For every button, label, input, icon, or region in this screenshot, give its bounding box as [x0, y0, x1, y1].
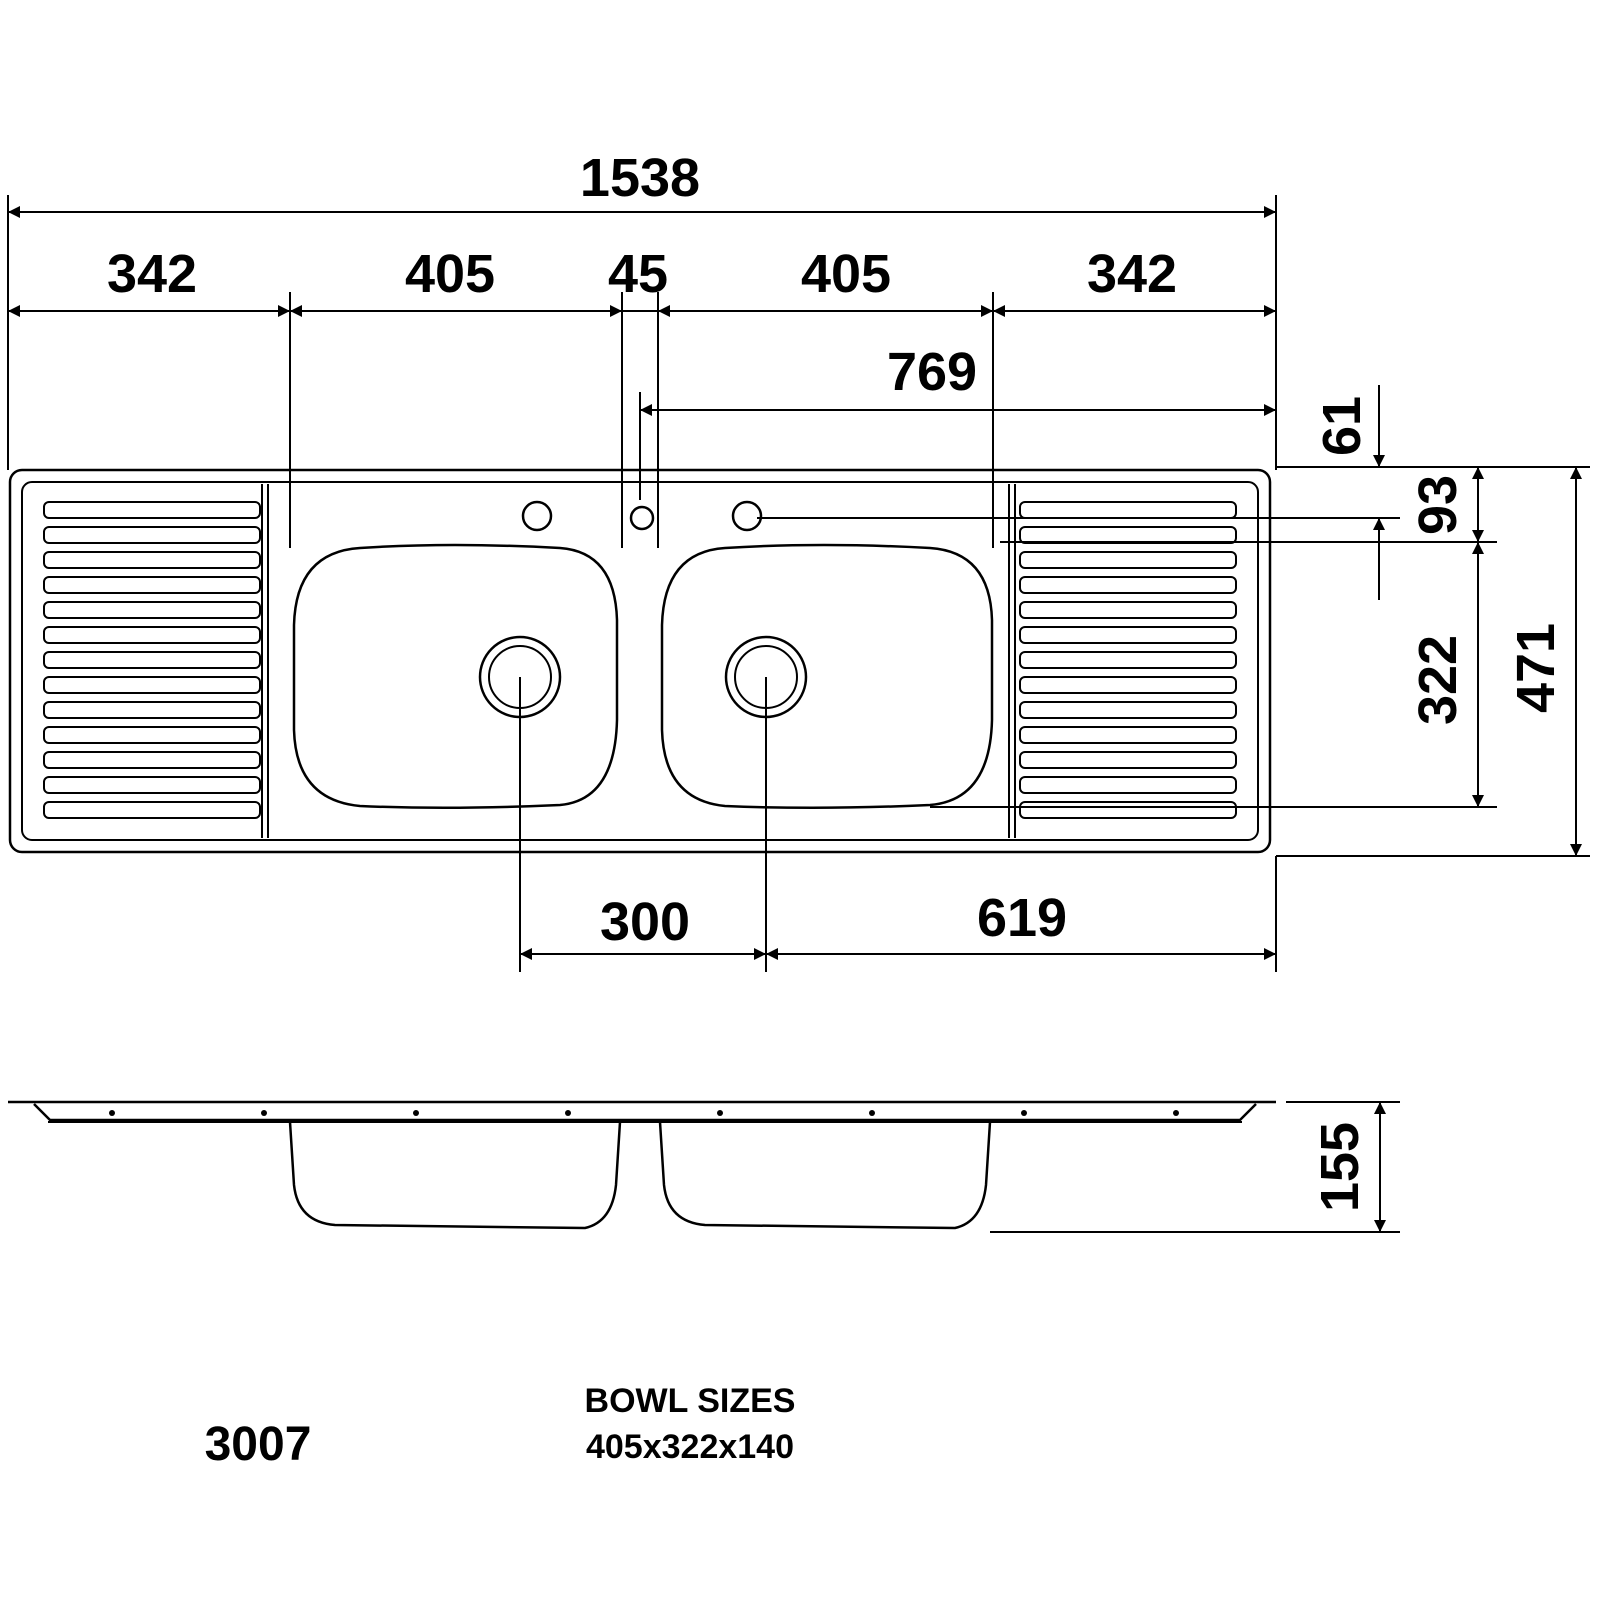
elevation-view: 155 — [8, 1100, 1400, 1233]
tap-hole-centre — [629, 505, 655, 531]
bowl-left — [292, 500, 619, 810]
sink-inner-outline — [21, 481, 1259, 841]
drainer-right — [1008, 484, 1237, 838]
dim-tap-from-back: 61 — [1312, 396, 1372, 456]
dim-bowl-gap: 45 — [608, 244, 668, 304]
dim-bowl-right: 405 — [801, 244, 891, 304]
dim-overall-width: 471 — [1506, 623, 1566, 713]
bowl-right — [660, 500, 994, 810]
dim-waste-spacing: 300 — [600, 892, 690, 952]
dim-bowl-left: 405 — [405, 244, 495, 304]
dim-tap-to-bowl: 93 — [1408, 475, 1468, 535]
bowl-right-profile — [658, 1121, 992, 1230]
tap-hole-right — [731, 500, 763, 532]
drainer-right-ribs — [1019, 501, 1237, 819]
bowl-sizes-value: 405x322x140 — [586, 1428, 794, 1466]
model-number: 3007 — [205, 1418, 312, 1471]
drainer-left-ribs — [43, 501, 261, 819]
dim-waste-to-edge: 619 — [977, 888, 1067, 948]
mounting-holes — [109, 1110, 1179, 1116]
dim-drainer-right: 342 — [1087, 244, 1177, 304]
plan-view — [8, 468, 1272, 854]
dim-drainer-left: 342 — [107, 244, 197, 304]
plan-dimensions: 1538 342 405 45 405 342 769 61 93 322 47… — [7, 148, 1590, 972]
bowl-left-profile — [288, 1121, 622, 1230]
tap-hole-left — [521, 500, 553, 532]
bowl-sizes-title: BOWL SIZES — [585, 1382, 796, 1420]
dim-height: 155 — [1310, 1122, 1370, 1212]
dim-bowl-depth-plan: 322 — [1408, 635, 1468, 725]
dim-overall-length: 1538 — [580, 148, 700, 208]
drainer-left — [43, 484, 269, 838]
dim-tap-to-edge: 769 — [887, 342, 977, 402]
